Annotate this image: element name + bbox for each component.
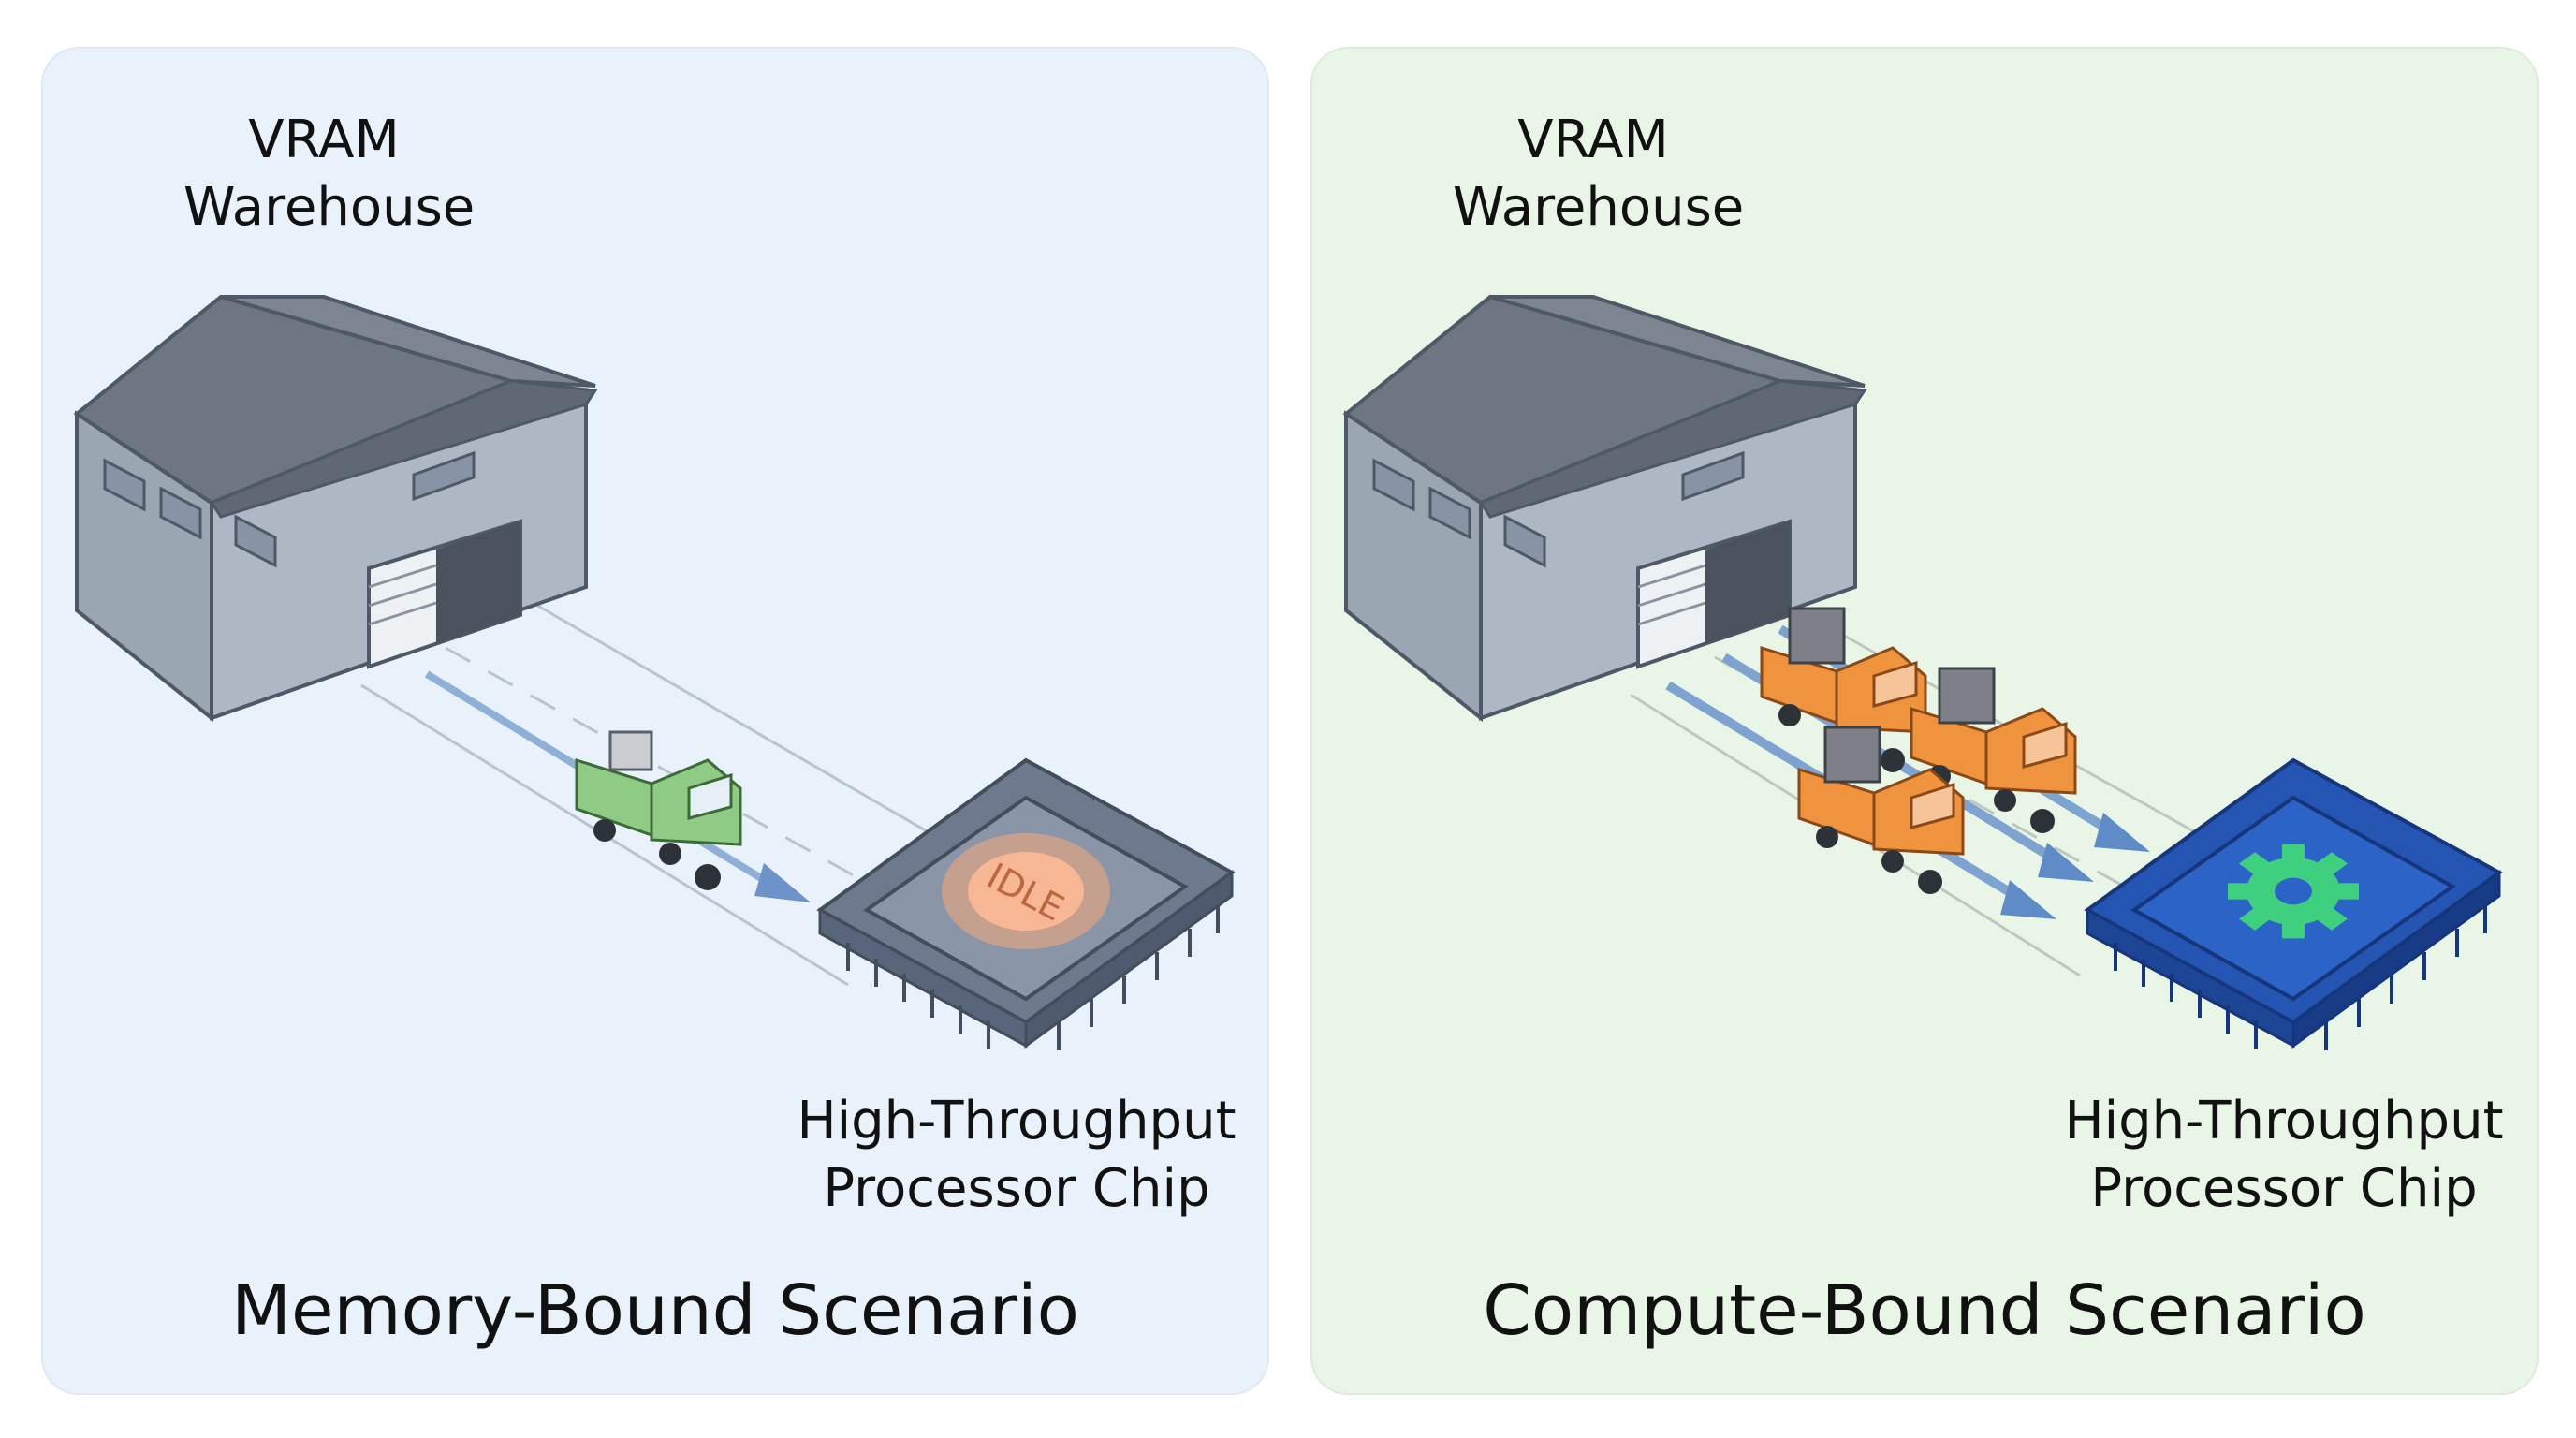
memory-bound-panel: IDLE VRAM Warehouse High-Throughput Proc… [41, 47, 1269, 1395]
warehouse-label-line1: VRAM [248, 110, 400, 170]
chip-label-line2: Processor Chip [2090, 1158, 2478, 1219]
warehouse-label-line2: Warehouse [1453, 177, 1745, 238]
truck-icon [1797, 726, 1965, 894]
chip-label: High-Throughput Processor Chip [783, 1088, 1251, 1223]
scenario-title: Memory-Bound Scenario [231, 1270, 1079, 1351]
processor-chip-icon: IDLE [816, 757, 1236, 1050]
scenario-title: Compute-Bound Scenario [1483, 1270, 2366, 1351]
compute-bound-panel: VRAM Warehouse High-Throughput Processor… [1310, 47, 2539, 1395]
truck-icon [575, 730, 742, 890]
arrowheads [2000, 813, 2150, 919]
chip-label-line1: High-Throughput [2064, 1091, 2504, 1152]
chip-label-line2: Processor Chip [823, 1158, 1210, 1219]
chip-label-line1: High-Throughput [797, 1091, 1237, 1152]
warehouse-label-line1: VRAM [1517, 110, 1669, 170]
processor-chip-icon [2084, 757, 2503, 1050]
memory-bound-illustration: IDLE [73, 294, 1236, 1050]
warehouse-icon [73, 294, 598, 723]
compute-bound-illustration [1342, 294, 2503, 1050]
gear-icon [2228, 844, 2359, 939]
warehouse-label: VRAM Warehouse [183, 107, 476, 242]
warehouse-label-line2: Warehouse [183, 177, 476, 238]
warehouse-label: VRAM Warehouse [1453, 107, 1745, 242]
warehouse-icon [1342, 294, 1867, 723]
chip-label: High-Throughput Processor Chip [2050, 1088, 2518, 1223]
